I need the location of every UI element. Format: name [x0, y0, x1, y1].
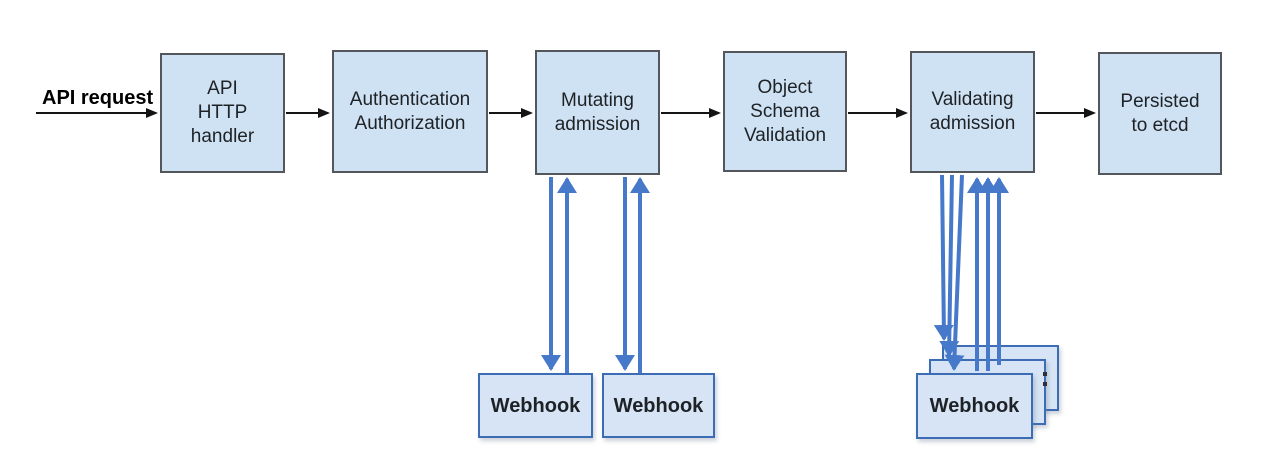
node-webhook-mutating-2: Webhook	[602, 373, 715, 438]
arrow-validating-to-webhook-down-1	[933, 174, 954, 341]
node-persisted-to-etcd: Persisted to etcd	[1098, 52, 1222, 175]
node-object-schema-validation: Object Schema Validation	[723, 51, 847, 172]
node-authentication-authorization: Authentication Authorization	[332, 50, 488, 173]
node-validating-admission: Validating admission	[910, 51, 1035, 173]
arrow-validating-to-webhook-down-2	[939, 174, 960, 357]
node-webhook-validating-front: Webhook	[916, 373, 1033, 439]
arrow-validating-to-webhook-down-3	[944, 174, 965, 371]
node-api-http-handler: API HTTP handler	[160, 53, 285, 173]
api-request-label: API request	[42, 87, 154, 109]
node-mutating-admission: Mutating admission	[535, 50, 660, 175]
stack-ellipsis-dot	[1043, 382, 1047, 386]
node-webhook-mutating-1: Webhook	[478, 373, 593, 438]
stack-ellipsis-dot	[1043, 372, 1047, 376]
